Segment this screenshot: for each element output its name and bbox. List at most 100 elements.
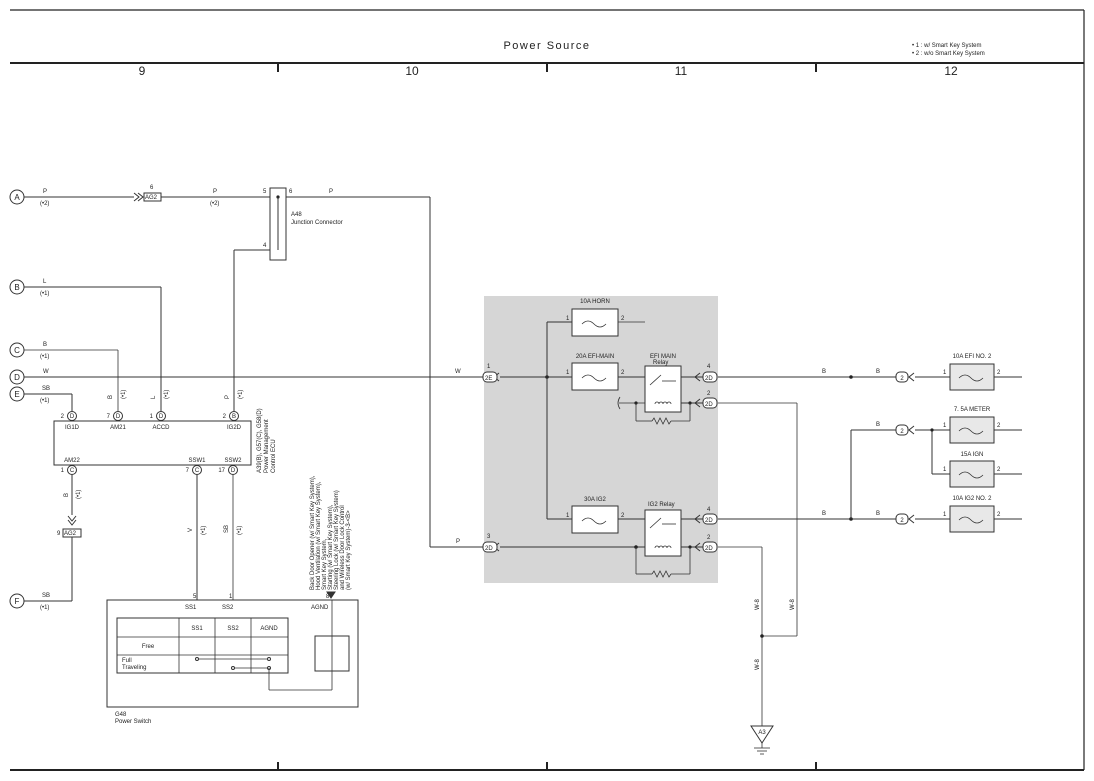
svg-text:2: 2 (900, 518, 904, 524)
note-smart-key: • 1 : w/ Smart Key System (912, 43, 981, 49)
wire-note: (•1) (40, 398, 49, 404)
junction-2d (694, 513, 718, 525)
relay-block (484, 296, 718, 583)
relay-ig2 (635, 509, 704, 578)
wire-am22 (24, 475, 82, 602)
junction-2d-label: 2D (705, 546, 713, 552)
ecu-pin-ig1d: D 2 IG1D (61, 411, 80, 431)
wire-color-sb: SB (224, 525, 230, 533)
wire-note: (•2) (40, 201, 49, 207)
fuse-10a-ig2-no2 (949, 505, 1022, 533)
wire-note: (•1) (40, 354, 49, 360)
svg-text:2: 2 (61, 414, 65, 420)
ecu-pin-accd: D 1 ACCD (150, 411, 170, 431)
ps-terminal-agnd: AGND (311, 605, 329, 611)
wire-note: (•2) (210, 201, 219, 207)
junction-2e-label: 2E (485, 376, 492, 382)
ecu-name: Power Management (264, 419, 270, 473)
a48-pin-4: 4 (263, 243, 267, 249)
a48-junction-connector (234, 187, 287, 261)
wire-color-w8: W-8 (755, 598, 761, 610)
wire-note: (•1) (40, 605, 49, 611)
junction-pin-1: 1 (487, 364, 491, 370)
svg-text:Starting (w/ Smart Key System): Starting (w/ Smart Key System), (328, 504, 334, 590)
fuse-label: 20A EFI-MAIN (576, 354, 614, 360)
wire-color-v: V (188, 528, 194, 532)
junction-2: 2 (895, 513, 915, 525)
fuse-label: 10A EFI NO. 2 (953, 354, 992, 360)
relay-block-wiring (500, 321, 645, 549)
junction-2: 2 (895, 424, 915, 436)
fuse-label: 10A IG2 NO. 2 (952, 496, 992, 502)
table-header-ss1: SS1 (191, 626, 203, 632)
table-row-traveling: Traveling (122, 665, 146, 671)
wire-color-p: P (213, 189, 217, 195)
wire-color-b: B (822, 511, 826, 517)
svg-text:Steering Lock (w/ Smart Key Sy: Steering Lock (w/ Smart Key System) (334, 490, 340, 590)
wire-note: (•1) (201, 526, 207, 535)
svg-text:SSW2: SSW2 (224, 458, 242, 464)
svg-text:SSW1: SSW1 (188, 458, 206, 464)
svg-text:F: F (15, 597, 20, 606)
wire-note: (•1) (121, 390, 127, 399)
junction-2d-label: 2D (705, 518, 713, 524)
fuse-pin: 1 (566, 370, 570, 376)
fuse-pin: 1 (566, 316, 570, 322)
ag2-label: AG2 (64, 531, 77, 537)
wire-color-w: W (43, 369, 49, 375)
ecu-pin-ssw1: SSW1 C 7 (186, 458, 206, 475)
ps-pin-8: 8 (326, 594, 330, 600)
a48-pin-6: 6 (289, 189, 293, 195)
relay-label: IG2 Relay (648, 502, 675, 508)
terminal-b: B (9, 279, 25, 295)
terminal-a: A (9, 189, 25, 205)
svg-text:AM21: AM21 (110, 425, 126, 431)
svg-text:2: 2 (223, 414, 227, 420)
ps-name: Power Switch (115, 719, 151, 725)
relay-label: Relay (653, 360, 668, 366)
wire-color-b: B (876, 369, 880, 375)
fuse-label: 15A IGN (961, 452, 984, 458)
a48-description: Junction Connector (291, 220, 343, 226)
svg-text:Hood Ventilation (w/ Smart Key: Hood Ventilation (w/ Smart Key System), (316, 481, 322, 590)
wire-color-w8: W-8 (790, 598, 796, 610)
fuse-10a-efi-no2 (949, 363, 1022, 391)
wire-color-p: P (329, 189, 333, 195)
wire-color-p: P (43, 189, 47, 195)
ps-pin-1: 1 (229, 594, 233, 600)
ecu-pin-am21: D 7 AM21 (107, 411, 126, 431)
junction-pin-2: 2 (707, 391, 711, 397)
fuse-10a-horn (571, 308, 645, 337)
svg-text:D: D (231, 468, 236, 474)
terminal-f: F (9, 593, 25, 609)
svg-text:2: 2 (900, 429, 904, 435)
wire-color-b: B (43, 342, 47, 348)
a48-id: A48 (291, 212, 302, 218)
wire-color-l: L (151, 395, 157, 399)
svg-text:ACCD: ACCD (152, 425, 170, 431)
junction-2d (694, 541, 718, 553)
svg-text:C: C (14, 346, 20, 355)
column-number: 11 (675, 64, 688, 78)
junction-pin-2: 2 (707, 535, 711, 541)
wire-note: (•1) (237, 526, 243, 535)
wire-color-b: B (822, 369, 826, 375)
cross-reference-note: Back Door Opener (w/ Smart Key System), … (310, 475, 352, 599)
svg-text:IG1D: IG1D (65, 425, 80, 431)
junction-2d (694, 397, 718, 409)
junction-pin-3: 3 (487, 534, 491, 540)
junction-2d-label: 2D (705, 376, 713, 382)
page-frame (10, 9, 1085, 771)
fuse-pin: 1 (566, 513, 570, 519)
svg-text:and Wireless Door Lock Control: and Wireless Door Lock Control (340, 505, 346, 590)
fuse-15a-ign (949, 460, 1022, 488)
wire-color-b: B (876, 511, 880, 517)
svg-text:B: B (14, 283, 19, 292)
wire-e (24, 393, 73, 411)
svg-text:1: 1 (150, 414, 154, 420)
page-title: Power Source (503, 40, 590, 52)
wire-color-p: P (225, 395, 231, 399)
ag2-pin-9: 9 (57, 531, 61, 537)
wire-color-w: W (455, 369, 461, 375)
ag2-pin-6: 6 (150, 185, 154, 191)
